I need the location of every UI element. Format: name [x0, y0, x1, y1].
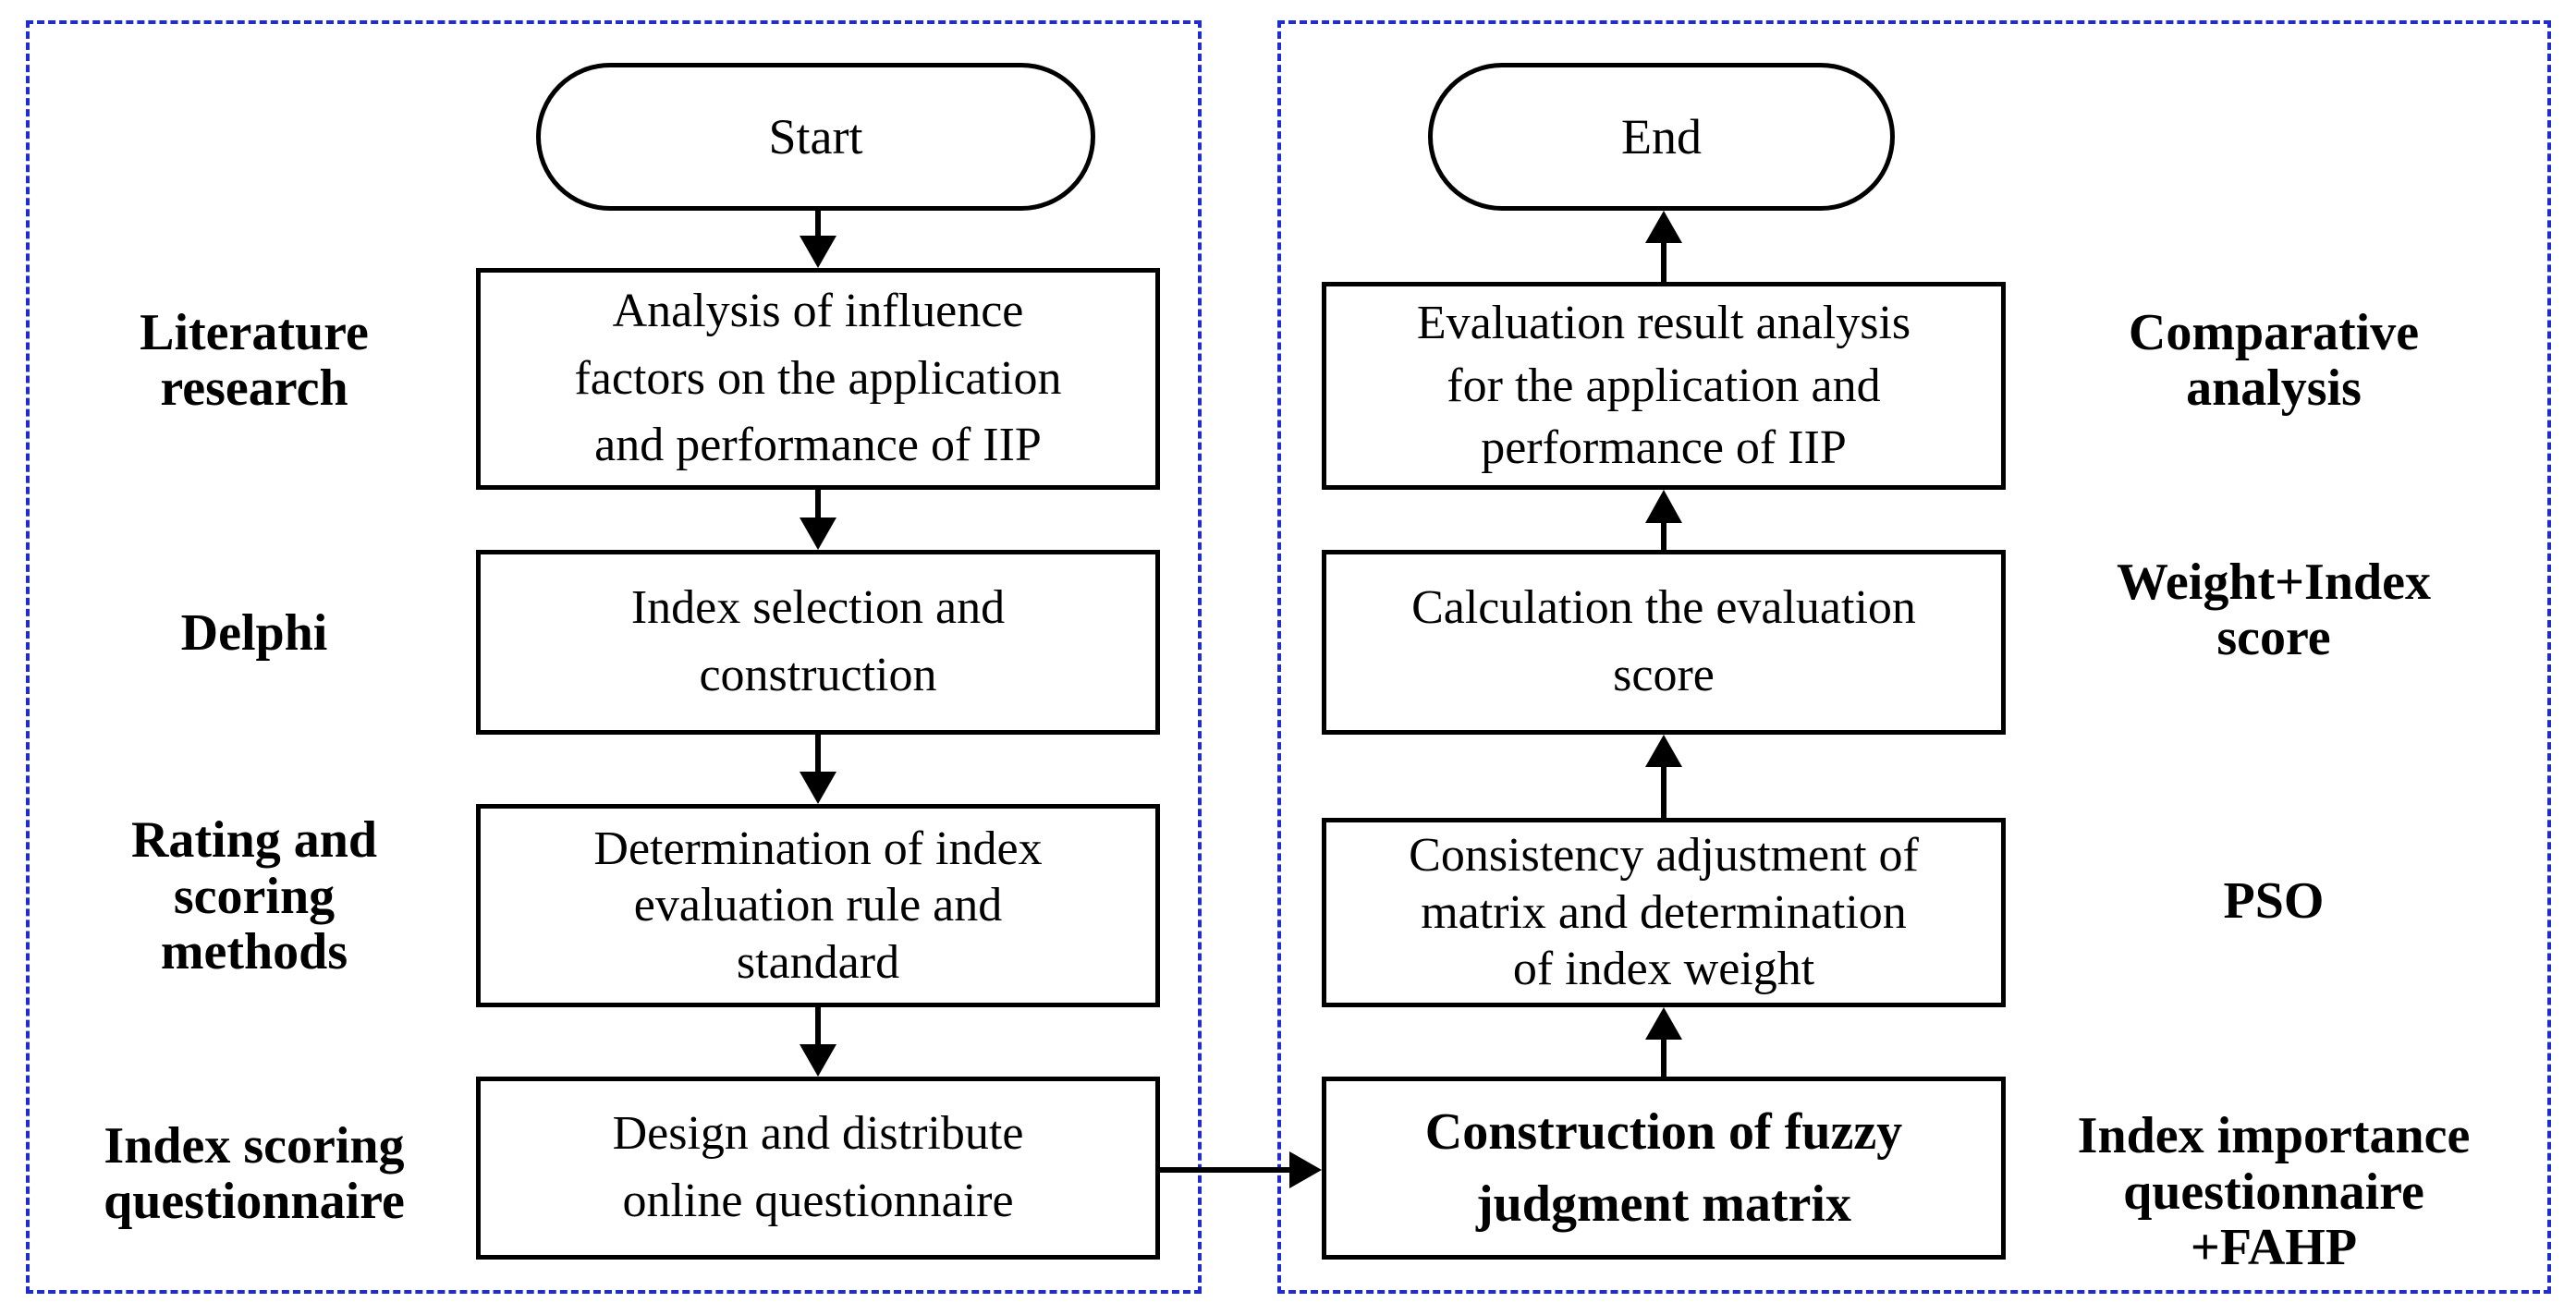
step-score-calculation: Calculation the evaluation score — [1322, 550, 2006, 735]
right-panel — [1277, 20, 2551, 1294]
end-label: End — [1621, 109, 1702, 164]
step-result-analysis-label: Evaluation result analysis for the appli… — [1416, 297, 1911, 475]
method-literature-research: Literature research — [140, 303, 369, 417]
step-result-analysis: Evaluation result analysis for the appli… — [1322, 282, 2006, 490]
method-index-scoring-questionnaire: Index scoring questionnaire — [104, 1116, 405, 1230]
step-questionnaire-design: Design and distribute online questionnai… — [476, 1077, 1160, 1260]
step-influence-analysis-label: Analysis of influence factors on the app… — [574, 284, 1062, 472]
step-rule-determination: Determination of index evaluation rule a… — [476, 804, 1160, 1007]
step-index-selection-label: Index selection and construction — [630, 581, 1006, 701]
method-delphi: Delphi — [180, 603, 328, 662]
step-questionnaire-design-label: Design and distribute online questionnai… — [612, 1107, 1024, 1227]
method-comparative-analysis: Comparative analysis — [2128, 303, 2420, 417]
step-fuzzy-matrix-label: Construction of fuzzy judgment matrix — [1424, 1102, 1903, 1233]
step-score-calculation-label: Calculation the evaluation score — [1411, 581, 1916, 701]
step-rule-determination-label: Determination of index evaluation rule a… — [593, 822, 1043, 989]
step-fuzzy-matrix: Construction of fuzzy judgment matrix — [1322, 1077, 2006, 1260]
step-influence-analysis: Analysis of influence factors on the app… — [476, 268, 1160, 490]
start-label: Start — [768, 109, 863, 164]
method-rating-scoring: Rating and scoring methods — [130, 811, 378, 981]
method-pso: PSO — [2223, 871, 2325, 930]
end-terminal: End — [1428, 63, 1895, 211]
step-consistency-adjustment: Consistency adjustment of matrix and det… — [1322, 818, 2006, 1007]
left-panel — [26, 20, 1202, 1294]
step-consistency-adjustment-label: Consistency adjustment of matrix and det… — [1409, 829, 1919, 996]
method-index-importance-fahp: Index importance questionnaire +FAHP — [2077, 1107, 2471, 1277]
method-weight-index-score: Weight+Index score — [2117, 553, 2431, 666]
start-terminal: Start — [536, 63, 1095, 211]
step-index-selection: Index selection and construction — [476, 550, 1160, 735]
